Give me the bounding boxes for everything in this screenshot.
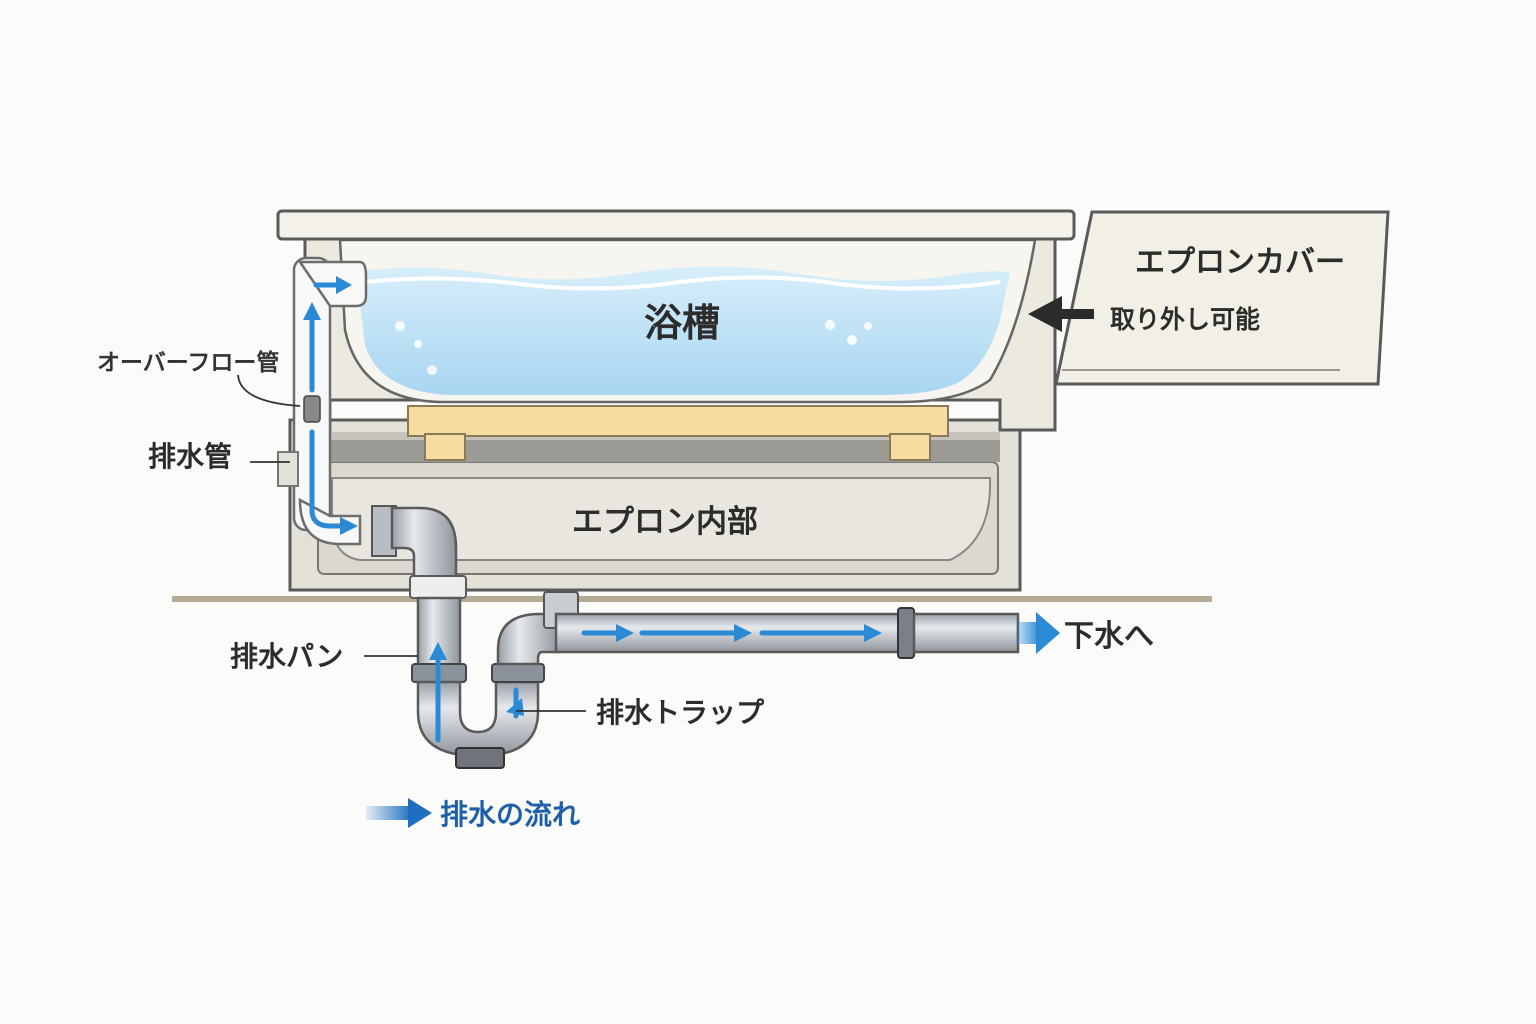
tub-support xyxy=(407,405,949,461)
bathtub-label: 浴槽 xyxy=(644,301,720,345)
pointer-arrow-icon xyxy=(1028,296,1094,332)
water xyxy=(356,266,1010,395)
removable-label: 取り外し可能 xyxy=(1110,305,1260,334)
drain-trap-label: 排水トラップ xyxy=(596,696,765,729)
drain-pan-label: 排水パン xyxy=(230,640,343,673)
overflow-pipe xyxy=(277,256,368,546)
floor-line xyxy=(172,596,1212,602)
flow-arrow-icon xyxy=(313,276,352,294)
legend-flow-label: 排水の流れ xyxy=(440,798,580,831)
overflow-joint xyxy=(303,395,321,423)
drain-pipe xyxy=(371,505,467,683)
bathtub xyxy=(276,209,1076,432)
apron-interior-label: エプロン内部 xyxy=(572,504,758,540)
flow-arrow-icon xyxy=(309,429,358,535)
flow-arrow-icon xyxy=(759,624,882,642)
to-sewer-label: 下水へ xyxy=(1064,619,1154,654)
flow-arrow-icon xyxy=(581,624,634,642)
legend: 排水の流れ xyxy=(366,798,580,831)
drain-pipe-label: 排水管 xyxy=(148,440,232,473)
flow-arrow-icon xyxy=(303,302,321,393)
leader-lines xyxy=(237,374,586,712)
flow-arrow-icon xyxy=(639,624,752,642)
tub-rim xyxy=(276,209,1076,241)
water-bubbles xyxy=(395,320,872,375)
legend-arrow-icon xyxy=(366,798,432,828)
outlet-arrow-icon xyxy=(1016,612,1060,654)
flow-arrows xyxy=(303,276,882,743)
apron-cover-label: エプロンカバー xyxy=(1135,245,1345,280)
drain-trap xyxy=(416,591,579,769)
overflow-pipe-label: オーバーフロー管 xyxy=(97,349,279,376)
flow-arrow-icon xyxy=(429,642,447,743)
apron-cover xyxy=(1054,210,1390,386)
